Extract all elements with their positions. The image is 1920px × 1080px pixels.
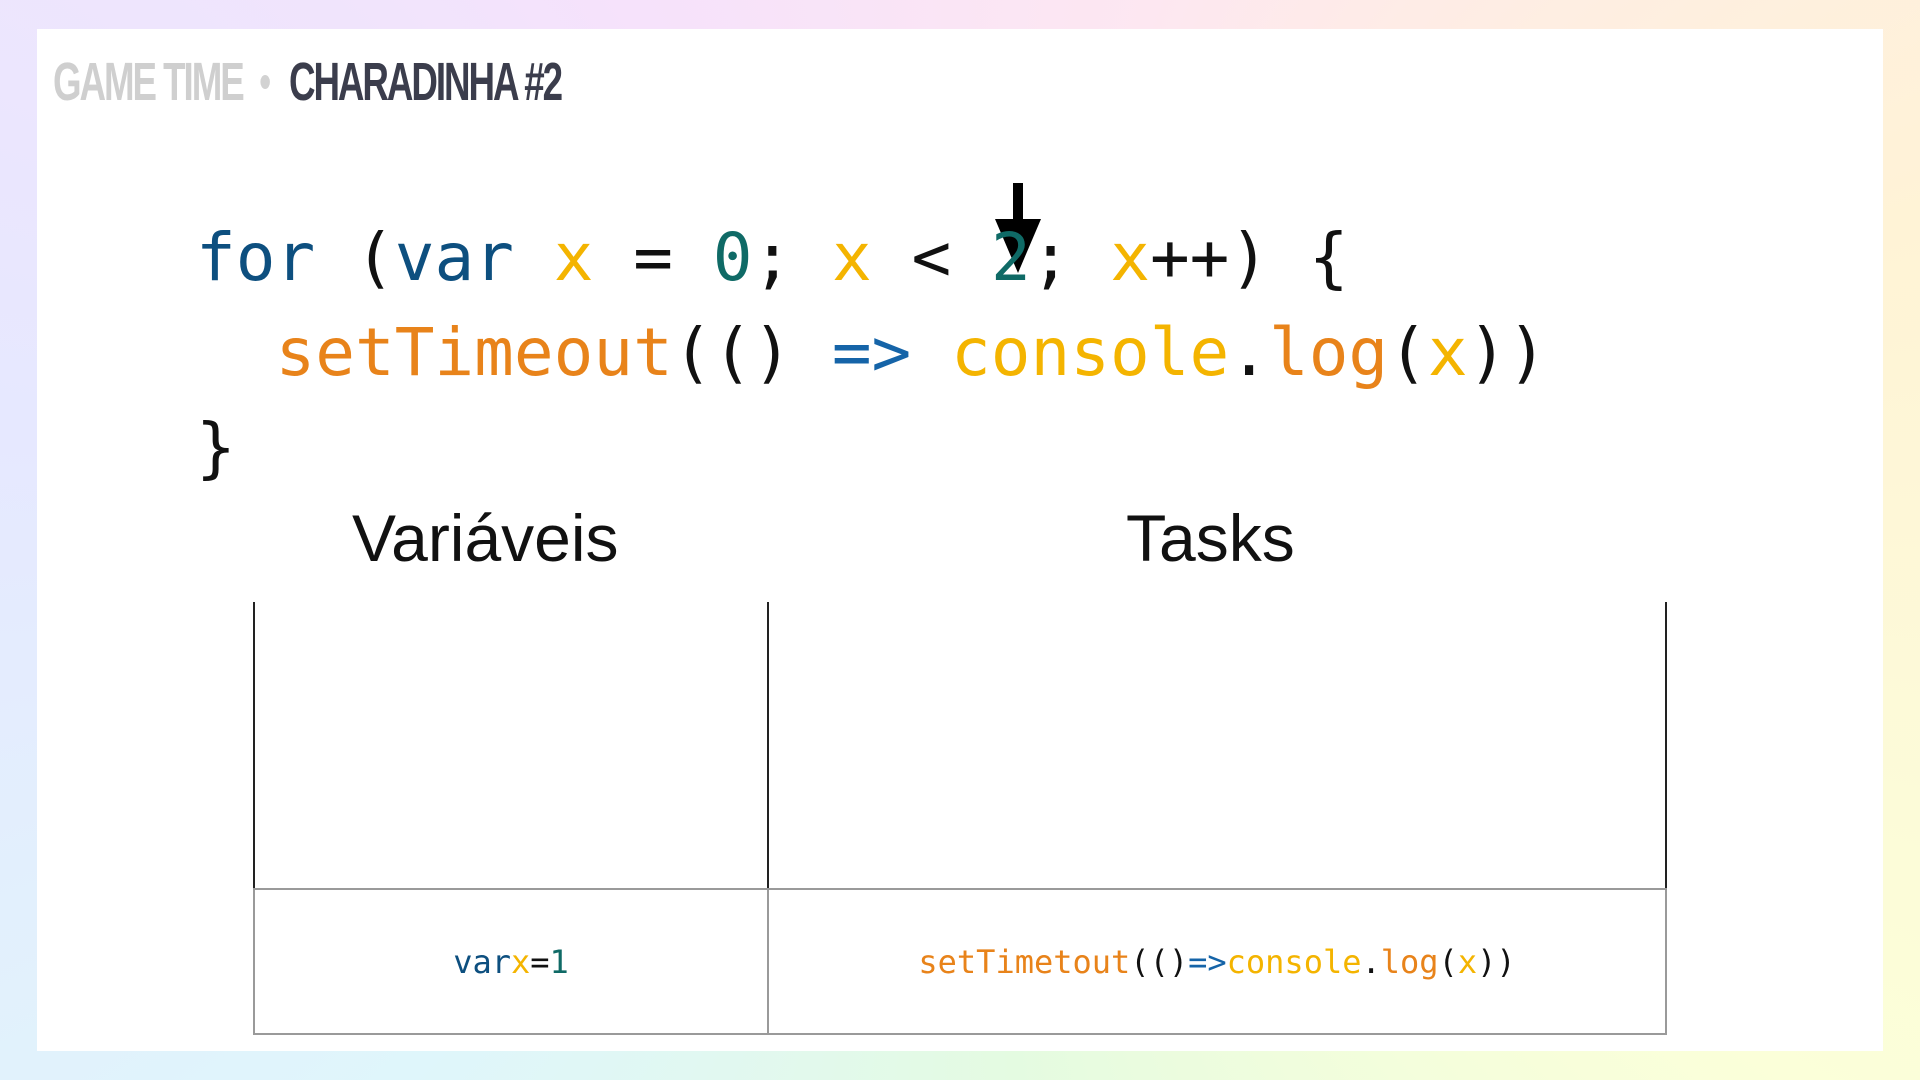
paren-open: ( xyxy=(354,219,395,296)
column-divider-middle xyxy=(767,602,769,889)
keyword-var: var xyxy=(453,942,511,981)
number-value: 1 xyxy=(549,942,569,981)
variable-x: x xyxy=(1427,314,1468,391)
semicolon: ; xyxy=(752,219,793,296)
dot-operator: . xyxy=(1229,314,1269,391)
column-divider-right xyxy=(1665,602,1667,889)
args-open: (() xyxy=(672,314,793,391)
code-line-3: } xyxy=(196,400,1547,495)
arrow-down-icon xyxy=(995,183,1041,273)
log-paren-open: ( xyxy=(1438,942,1458,981)
slide-header: GAME TIME CHARADINHA #2 xyxy=(53,51,563,113)
code-block: for (var x = 0; x < 2; x++) { setTimeout… xyxy=(196,210,1547,495)
arrow-operator: => xyxy=(831,314,912,391)
brace-close: } xyxy=(196,409,236,486)
arrow-operator: => xyxy=(1188,942,1227,981)
operator-less-than: < xyxy=(911,219,952,296)
header-title: CHARADINHA #2 xyxy=(288,52,563,112)
object-console: console xyxy=(951,314,1230,391)
header-label: GAME TIME xyxy=(53,52,245,112)
semicolon: ; xyxy=(1030,219,1071,296)
dot-operator: . xyxy=(1361,942,1381,981)
operator-increment: ++ xyxy=(1149,219,1230,296)
object-console: console xyxy=(1226,942,1362,981)
code-line-1: for (var x = 0; x < 2; x++) { xyxy=(196,210,1547,305)
parens-close: )) xyxy=(1467,314,1548,391)
log-paren-open: ( xyxy=(1388,314,1428,391)
keyword-var: var xyxy=(394,219,514,296)
parens-close: )) xyxy=(1477,942,1516,981)
variables-heading: Variáveis xyxy=(352,501,619,575)
paren-close: ) xyxy=(1229,219,1270,296)
variables-stack-item: var x = 1 xyxy=(253,888,769,1035)
variable-x: x xyxy=(511,942,531,981)
method-log: log xyxy=(1268,314,1389,391)
tasks-heading: Tasks xyxy=(1126,501,1295,575)
column-divider-left xyxy=(253,602,255,889)
operator-assign: = xyxy=(633,219,673,296)
number-zero: 0 xyxy=(712,219,753,296)
function-settimeout: setTimeout xyxy=(275,314,673,391)
keyword-for: for xyxy=(196,219,316,296)
args-open: (() xyxy=(1130,942,1189,981)
slide: GAME TIME CHARADINHA #2 xyxy=(37,29,1883,1051)
tasks-queue-item: setTimetout(() => console.log(x)) xyxy=(767,888,1667,1035)
code-line-2: setTimeout(() => console.log(x)) xyxy=(196,305,1547,400)
method-log: log xyxy=(1380,942,1439,981)
number-two: 2 xyxy=(990,219,1031,296)
variable-x: x xyxy=(553,219,594,296)
function-settimeout: setTimetout xyxy=(918,942,1131,981)
brace-open: { xyxy=(1308,219,1349,296)
operator-assign: = xyxy=(530,942,550,981)
variable-x: x xyxy=(1457,942,1478,981)
bullet-dot-icon xyxy=(260,75,270,89)
variable-x: x xyxy=(1110,219,1150,296)
variable-x: x xyxy=(831,219,872,296)
